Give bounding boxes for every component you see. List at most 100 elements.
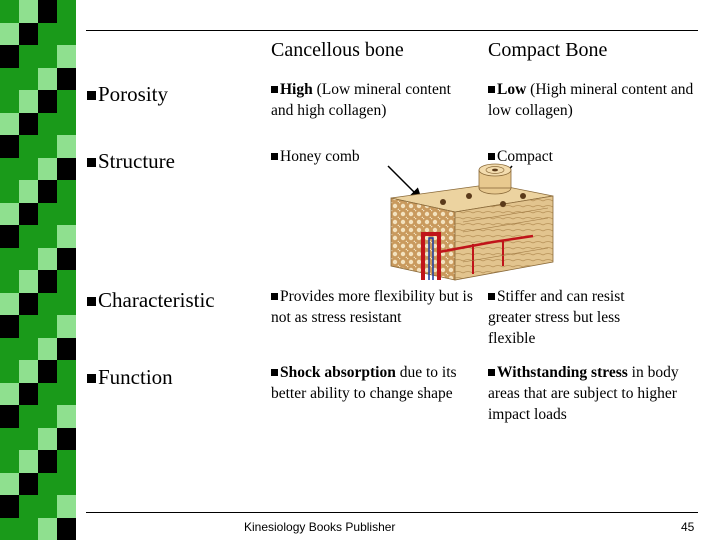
stripe-cell <box>57 45 76 68</box>
stripe-cell <box>38 157 57 180</box>
stripe-cell <box>57 22 76 45</box>
stripe-cell <box>57 90 76 113</box>
stripe-cell <box>57 202 76 225</box>
stripe-cell <box>57 495 76 518</box>
stripe-cell <box>0 225 19 248</box>
cell-porosity-compact: Low (High mineral content and low collag… <box>488 81 694 119</box>
stripe-cell <box>57 247 76 270</box>
stripe-cell <box>0 157 19 180</box>
stripe-cell <box>38 405 57 428</box>
stripe-cell <box>38 112 57 135</box>
stripe-cell <box>57 472 76 495</box>
table-top-rule <box>86 30 698 31</box>
row-label-function: Function <box>87 365 173 389</box>
stripe-cell <box>0 0 19 23</box>
bullet-icon <box>488 153 495 160</box>
stripe-cell <box>38 180 57 203</box>
stripe-cell <box>0 112 19 135</box>
bullet-icon <box>271 293 278 300</box>
stripe-cell <box>57 360 76 383</box>
stripe-cell <box>57 427 76 450</box>
stripe-cell <box>19 270 38 293</box>
stripe-cell <box>57 0 76 23</box>
stripe-cell <box>0 45 19 68</box>
arrow-to-cancellous <box>387 165 423 201</box>
stripe-cell <box>0 247 19 270</box>
stripe-cell <box>19 135 38 158</box>
stripe-cell <box>38 495 57 518</box>
bullet-icon <box>488 293 495 300</box>
stripe-cell <box>57 157 76 180</box>
bullet-icon <box>488 86 495 93</box>
stripe-cell <box>38 472 57 495</box>
row-label-characteristic: Characteristic <box>87 288 215 312</box>
stripe-cell <box>0 427 19 450</box>
stripe-cell <box>19 450 38 473</box>
stripe-cell <box>19 315 38 338</box>
stripe-cell <box>38 0 57 23</box>
stripe-cell <box>19 427 38 450</box>
stripe-cell <box>38 315 57 338</box>
column-header-compact: Compact Bone <box>488 39 608 61</box>
bullet-icon <box>87 158 96 167</box>
stripe-cell <box>19 337 38 360</box>
stripe-cell <box>19 45 38 68</box>
stripe-cell <box>57 180 76 203</box>
stripe-cell <box>0 517 19 540</box>
cell-structure-cancellous: Honey comb <box>271 146 471 167</box>
stripe-cell <box>0 495 19 518</box>
cell-structure-compact: Compact <box>488 146 688 167</box>
stripe-cell <box>38 382 57 405</box>
decorative-stripe <box>0 0 76 540</box>
stripe-cell <box>38 22 57 45</box>
stripe-cell <box>19 225 38 248</box>
row-label-porosity: Porosity <box>87 82 168 106</box>
stripe-cell <box>19 180 38 203</box>
stripe-cell <box>38 202 57 225</box>
stripe-cell <box>0 472 19 495</box>
stripe-cell <box>19 517 38 540</box>
stripe-cell <box>19 360 38 383</box>
bullet-icon <box>271 153 278 160</box>
stripe-cell <box>19 472 38 495</box>
stripe-cell <box>38 427 57 450</box>
stripe-cell <box>19 292 38 315</box>
stripe-cell <box>0 315 19 338</box>
stripe-cell <box>19 90 38 113</box>
cell-porosity-cancellous: High (Low mineral content and high colla… <box>271 81 451 119</box>
stripe-cell <box>57 450 76 473</box>
footer-publisher: Kinesiology Books Publisher <box>244 520 396 534</box>
bullet-icon <box>271 369 278 376</box>
stripe-cell <box>57 292 76 315</box>
stripe-cell <box>19 112 38 135</box>
stripe-cell <box>0 22 19 45</box>
stripe-cell <box>0 337 19 360</box>
stripe-cell <box>19 157 38 180</box>
stripe-cell <box>0 202 19 225</box>
stripe-cell <box>0 67 19 90</box>
stripe-cell <box>57 337 76 360</box>
stripe-cell <box>38 450 57 473</box>
stripe-cell <box>38 337 57 360</box>
cell-characteristic-cancellous: Provides more flexibility but is not as … <box>271 288 473 326</box>
stripe-cell <box>19 0 38 23</box>
footer-rule <box>86 512 698 513</box>
stripe-cell <box>0 382 19 405</box>
stripe-cell <box>57 135 76 158</box>
stripe-cell <box>38 135 57 158</box>
stripe-cell <box>57 67 76 90</box>
bullet-icon <box>87 374 96 383</box>
cell-function-compact: Withstanding stress in body areas that a… <box>488 364 679 423</box>
bullet-icon <box>87 297 96 306</box>
stripe-cell <box>57 382 76 405</box>
bullet-icon <box>488 369 495 376</box>
stripe-cell <box>38 270 57 293</box>
stripe-cell <box>0 360 19 383</box>
stripe-cell <box>19 247 38 270</box>
stripe-cell <box>38 517 57 540</box>
stripe-cell <box>19 405 38 428</box>
stripe-cell <box>38 247 57 270</box>
stripe-cell <box>0 90 19 113</box>
bullet-icon <box>87 91 96 100</box>
stripe-cell <box>19 202 38 225</box>
